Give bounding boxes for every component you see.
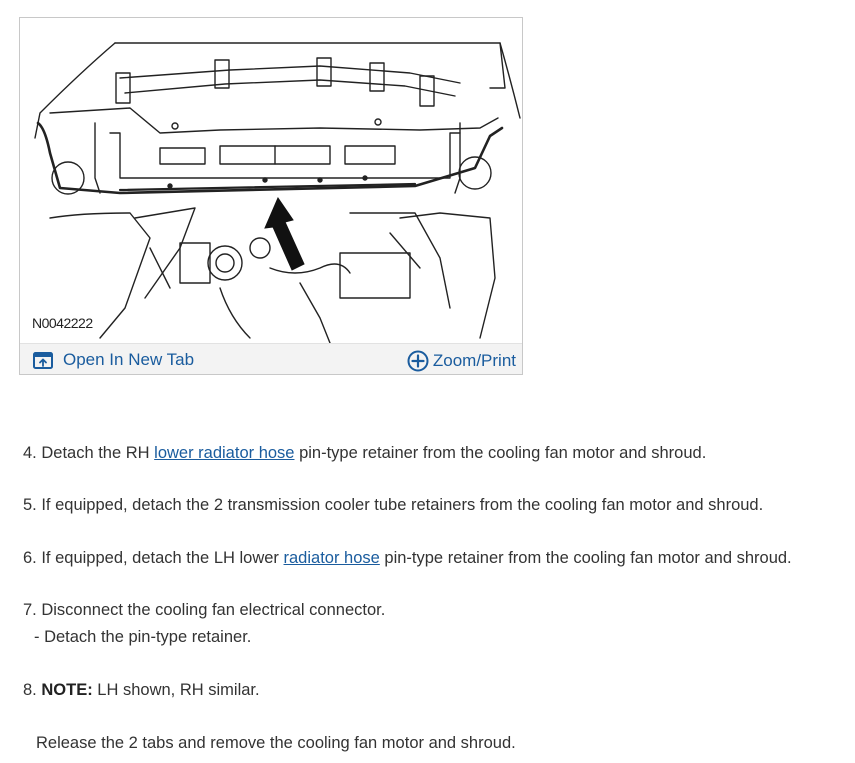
step-6: 6. If equipped, detach the LH lower radi… [23, 548, 792, 568]
step-number: 4. [23, 444, 37, 462]
cooling-fan-shroud-diagram [34, 42, 521, 343]
radiator-hose-link[interactable]: radiator hose [283, 549, 380, 567]
open-in-new-tab-icon [33, 351, 53, 369]
step-number: 8. [23, 681, 37, 699]
step-4: 4. Detach the RH lower radiator hose pin… [23, 443, 706, 463]
step-text: LH shown, RH similar. [92, 681, 260, 699]
zoom-plus-icon [407, 350, 429, 372]
step-text: If equipped, detach the 2 transmission c… [36, 496, 764, 514]
step-7-substep: - Detach the pin-type retainer. [34, 628, 252, 646]
open-in-new-tab-label: Open In New Tab [63, 350, 195, 369]
figure-toolbar: Open In New Tab Zoom/Print [20, 343, 522, 374]
step-number: 5. [23, 496, 37, 514]
zoom-print-label: Zoom/Print [432, 351, 516, 370]
zoom-print-link[interactable]: Zoom/Print [407, 350, 516, 372]
step-8: 8. NOTE: LH shown, RH similar. [23, 680, 260, 700]
illustration-figure: N0042222 Open In New Tab Zoom/Print [19, 17, 523, 375]
figure-id-label: N0042222 [30, 315, 95, 331]
step-8-instruction: Release the 2 tabs and remove the coolin… [36, 734, 516, 752]
step-5: 5. If equipped, detach the 2 transmissio… [23, 495, 763, 515]
lower-radiator-hose-link[interactable]: lower radiator hose [154, 444, 295, 462]
step-text: If equipped, detach the LH lower [36, 549, 284, 567]
step-text: Detach the RH [36, 444, 155, 462]
step-text: pin-type retainer from the cooling fan m… [379, 549, 792, 567]
step-7: 7. Disconnect the cooling fan electrical… [23, 600, 385, 620]
note-label: NOTE: [41, 681, 93, 699]
step-number: 7. [23, 601, 37, 619]
open-in-new-tab-link[interactable]: Open In New Tab [33, 350, 194, 370]
step-text: pin-type retainer from the cooling fan m… [294, 444, 707, 462]
step-text: Disconnect the cooling fan electrical co… [36, 601, 386, 619]
step-number: 6. [23, 549, 37, 567]
